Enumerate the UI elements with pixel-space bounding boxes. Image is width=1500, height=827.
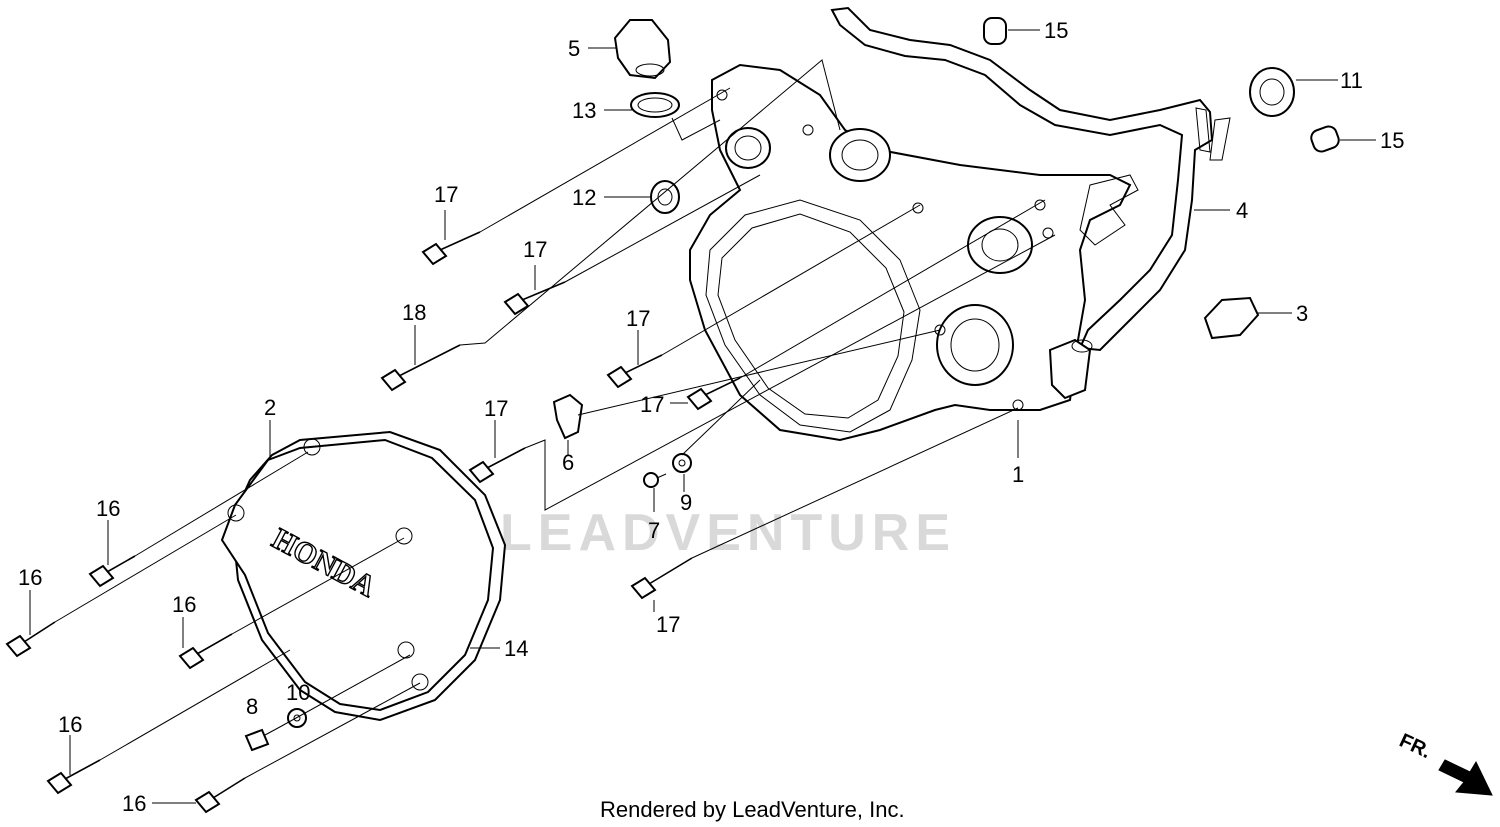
bolt-16-a <box>88 555 136 588</box>
front-arrow-icon <box>1438 759 1493 796</box>
callout-16-d: 16 <box>58 712 82 737</box>
callout-15-top: 15 <box>1044 18 1068 43</box>
oil-seal-part-12 <box>650 180 680 214</box>
bolt-16-e <box>194 777 246 814</box>
oil-filler-cap-part-5 <box>613 19 672 80</box>
callout-9: 9 <box>680 490 692 515</box>
dowel-pin-part-15-top <box>983 17 1007 45</box>
callout-12: 12 <box>572 185 596 210</box>
callout-17-e: 17 <box>484 396 508 421</box>
callout-8: 8 <box>246 694 258 719</box>
bolt-16-d <box>46 759 101 795</box>
callout-16-a: 16 <box>96 496 120 521</box>
cap-part-3 <box>1203 296 1260 340</box>
callout-15-right: 15 <box>1380 128 1404 153</box>
footer-credit: Rendered by LeadVenture, Inc. <box>600 797 905 822</box>
callout-4: 4 <box>1236 198 1248 223</box>
front-indicator-text: FR. <box>1396 730 1434 764</box>
dowel-pin-part-15-right <box>1310 125 1340 153</box>
o-ring-part-13 <box>630 92 680 118</box>
callout-2: 2 <box>264 395 276 420</box>
callout-10: 10 <box>286 680 310 705</box>
callout-17-b: 17 <box>523 237 547 262</box>
leader-lines <box>29 29 1376 804</box>
callout-17-a: 17 <box>434 182 458 207</box>
washer-part-9 <box>672 453 692 473</box>
callout-7: 7 <box>648 518 660 543</box>
bolt-17-f <box>630 557 693 600</box>
bolt-17-d <box>686 377 741 411</box>
callout-17-d: 17 <box>640 392 664 417</box>
callout-1: 1 <box>1012 462 1024 487</box>
callout-16-b: 16 <box>18 565 42 590</box>
clamp-part-6 <box>552 393 584 440</box>
bearing-part-11 <box>1249 67 1295 117</box>
bolt-part-8 <box>244 727 279 752</box>
callout-13: 13 <box>572 98 596 123</box>
callout-16-c: 16 <box>172 592 196 617</box>
callout-18: 18 <box>402 300 426 325</box>
bolt-16-c <box>178 633 233 670</box>
callout-16-e: 16 <box>122 791 146 816</box>
bolt-17-e <box>468 447 526 484</box>
bolt-17-b <box>503 281 566 316</box>
bolt-18 <box>380 344 461 392</box>
callout-5: 5 <box>568 36 580 61</box>
callout-11: 11 <box>1340 68 1363 93</box>
watermark-text: LEADVENTURE <box>500 504 956 562</box>
bolt-16-b <box>5 621 56 658</box>
callout-17-f: 17 <box>656 612 680 637</box>
crankcase-cover-part-1 <box>689 63 1139 442</box>
front-direction-indicator: FR. <box>1396 730 1493 796</box>
clutch-cover-part-2: HONDA <box>220 438 495 712</box>
callout-14: 14 <box>504 636 528 661</box>
callout-3: 3 <box>1296 301 1308 326</box>
callout-17-c: 17 <box>626 306 650 331</box>
callout-labels: 1 2 3 4 5 6 7 8 9 10 11 12 13 14 15 15 1… <box>18 18 1404 816</box>
bolt-17-c <box>606 354 663 389</box>
gasket-part-4 <box>830 6 1231 352</box>
callout-6: 6 <box>562 450 574 475</box>
bolt-17-a <box>421 231 481 266</box>
screw-part-7 <box>643 472 667 488</box>
